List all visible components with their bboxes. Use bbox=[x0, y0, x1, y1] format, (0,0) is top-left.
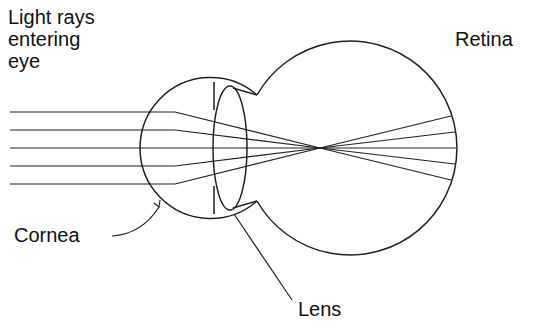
part-label: Light rays entering eye bbox=[8, 6, 118, 72]
light-ray bbox=[10, 147, 456, 148]
iris-line bbox=[213, 82, 215, 110]
light-ray bbox=[10, 132, 455, 166]
ligament-line bbox=[233, 88, 257, 95]
leader-line bbox=[112, 207, 159, 236]
part-label: Cornea bbox=[14, 224, 80, 246]
part-label: Retina bbox=[455, 28, 513, 50]
part-label: Lens bbox=[298, 298, 341, 320]
ligament-line bbox=[233, 201, 257, 208]
light-ray bbox=[10, 116, 451, 184]
leader-arrowhead bbox=[154, 200, 160, 207]
iris-line bbox=[213, 186, 215, 214]
leader-line bbox=[234, 214, 292, 300]
